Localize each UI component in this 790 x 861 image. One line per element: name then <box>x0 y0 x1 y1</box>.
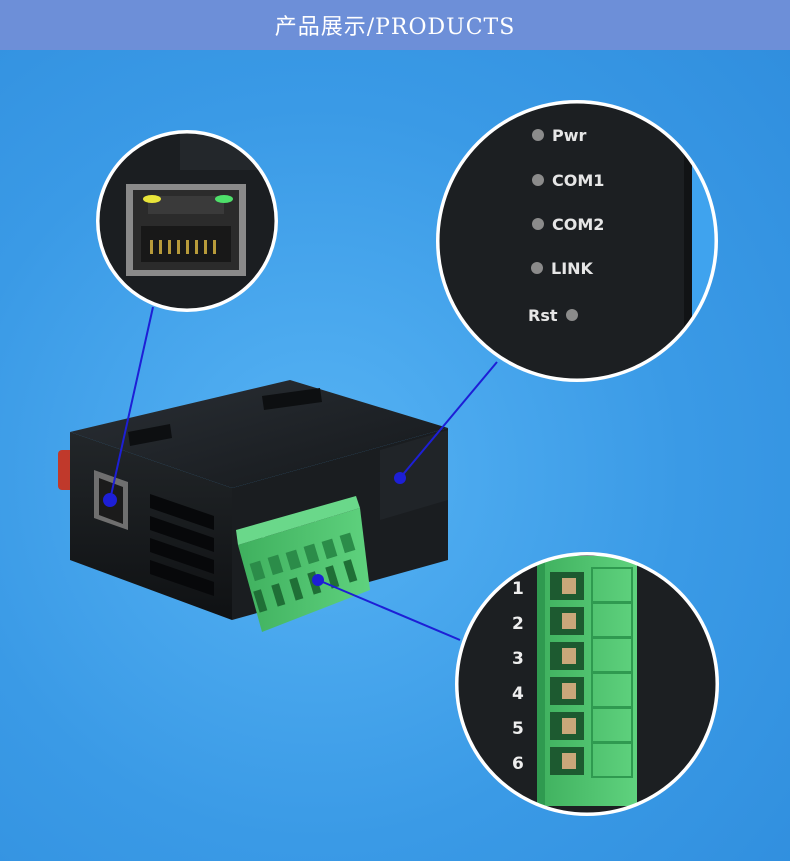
pin-label-6: 6 <box>512 754 524 774</box>
led-label-pwr: Pwr <box>552 126 587 145</box>
pin-label-5: 5 <box>512 719 524 739</box>
com2-led-icon <box>532 218 544 230</box>
link-led-icon <box>531 262 543 274</box>
pointer-dot <box>103 493 117 507</box>
pin-label-2: 2 <box>512 614 524 634</box>
pwr-led-icon <box>532 129 544 141</box>
header-bar: 产品展示/PRODUCTS <box>0 0 790 50</box>
activity-led-icon <box>143 195 161 203</box>
page-title: 产品展示/PRODUCTS <box>274 15 516 40</box>
pin-label-1: 1 <box>512 579 524 599</box>
pin-label-4: 4 <box>512 684 524 704</box>
callout-pointers <box>103 306 498 641</box>
pointer-dot <box>312 574 324 586</box>
device-body: 6 5 4 3 2 1 <box>58 380 448 632</box>
led-label-link: LINK <box>551 259 594 278</box>
callout-led-indicators: Pwr COM1 COM2 LINK Rst <box>436 100 718 382</box>
led-label-com1: COM1 <box>552 171 604 190</box>
callout-terminal-block: 1 2 3 4 5 6 <box>455 552 719 816</box>
device-terminal-block <box>236 496 370 632</box>
led-label-com2: COM2 <box>552 215 604 234</box>
reset-label: Rst <box>528 306 558 325</box>
pin-label-3: 3 <box>512 649 524 669</box>
terminal-slots <box>550 567 633 778</box>
reset-button-icon <box>566 309 578 321</box>
pointer-dot <box>394 472 406 484</box>
com1-led-icon <box>532 174 544 186</box>
callout-ethernet-port <box>96 130 278 312</box>
link-led-icon <box>215 195 233 203</box>
